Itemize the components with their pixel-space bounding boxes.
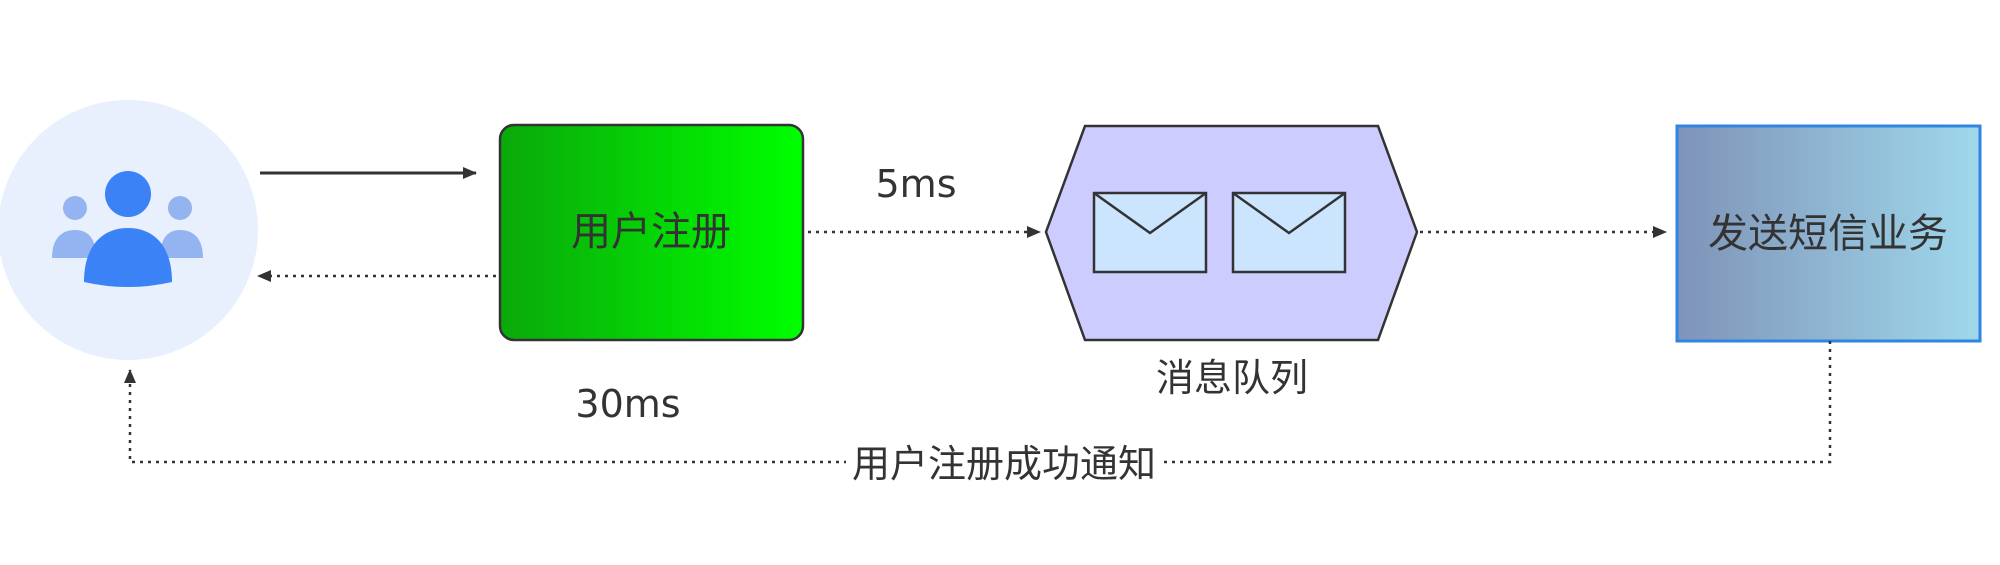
user-node[interactable] (0, 100, 258, 360)
envelope-icon (1231, 191, 1347, 274)
register-node-label: 用户注册 (571, 209, 731, 255)
envelope-icon (1092, 191, 1208, 274)
queue-node-shape (1044, 124, 1419, 342)
response-latency-label: 30ms (575, 382, 681, 426)
sms-node[interactable] (1675, 124, 1982, 343)
queue-node-label: 消息队列 (1155, 356, 1309, 400)
queue-latency-label: 5ms (875, 162, 957, 206)
queue-node[interactable] (1044, 124, 1419, 342)
register-node[interactable] (498, 123, 805, 342)
sms-node-label: 发送短信业务 (1708, 211, 1948, 257)
users-group-icon (52, 171, 203, 287)
notify-edge-label: 用户注册成功通知 (845, 445, 1163, 483)
